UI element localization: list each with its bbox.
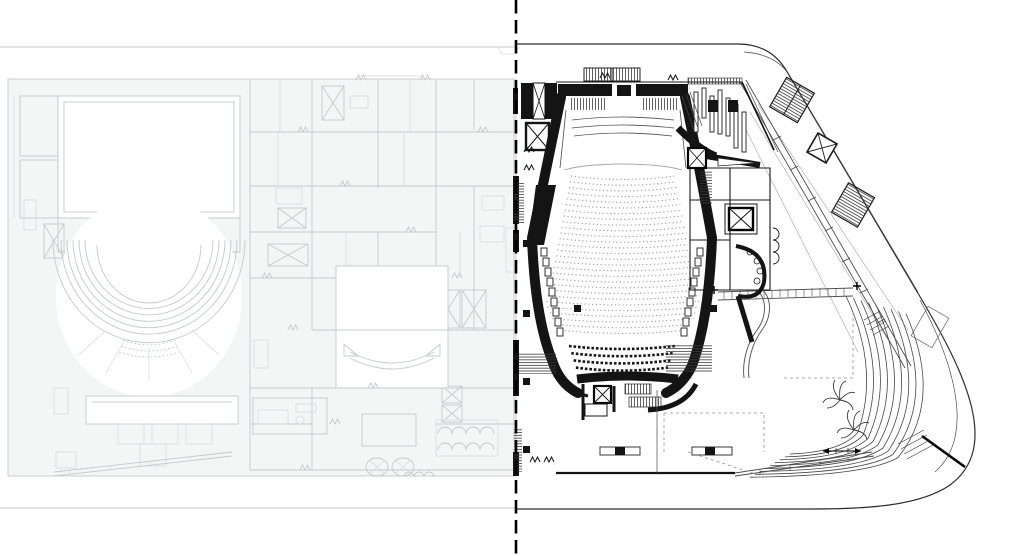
plaza-bench bbox=[823, 448, 861, 454]
east-core bbox=[686, 146, 771, 343]
construction-lines bbox=[663, 312, 854, 479]
stair-hatch-icon bbox=[700, 170, 712, 204]
tree-icon bbox=[836, 409, 870, 441]
plaza-planter bbox=[910, 305, 950, 349]
northeast-lobby bbox=[675, 81, 779, 168]
existing-west-wing bbox=[19, 95, 65, 259]
curved-walkway bbox=[743, 288, 770, 379]
plaza-elevator-icon bbox=[805, 131, 839, 165]
stage-rear-wall bbox=[558, 84, 688, 96]
existing-plan-half bbox=[0, 46, 520, 509]
concert-hall bbox=[513, 67, 779, 476]
stage-platform bbox=[559, 109, 687, 171]
structural-columns bbox=[523, 240, 717, 453]
ground-lobby bbox=[529, 390, 735, 475]
side-terrace-boxes bbox=[540, 247, 704, 337]
west-wall bbox=[526, 92, 583, 398]
tree-icon bbox=[822, 379, 856, 411]
existing-backstage-misc bbox=[252, 397, 499, 478]
south-core-rooms bbox=[558, 377, 699, 420]
pavement-joints bbox=[741, 103, 909, 353]
ramp-wedge bbox=[717, 157, 758, 167]
site-boundary bbox=[516, 43, 976, 510]
plaza-stair-icon-2 bbox=[830, 181, 876, 229]
grand-steps bbox=[749, 295, 924, 478]
existing-lobby bbox=[53, 395, 239, 477]
stage-front-line bbox=[563, 163, 683, 171]
west-wall-wedge bbox=[528, 185, 556, 245]
street-edge-line bbox=[743, 51, 919, 293]
corner-inner-line bbox=[919, 299, 958, 473]
renovated-plan-half bbox=[513, 43, 976, 510]
east-gallery-hatch bbox=[666, 344, 712, 372]
existing-horseshoe-auditorium bbox=[52, 195, 246, 397]
south-wall bbox=[576, 371, 679, 384]
escalator-hatch bbox=[681, 91, 703, 131]
steps-hatch-patches bbox=[863, 310, 934, 460]
stage-stair bbox=[570, 98, 606, 110]
existing-stair-icons bbox=[53, 95, 517, 415]
south-ramp bbox=[734, 451, 875, 477]
stage-stair bbox=[642, 98, 678, 110]
entry-marquee bbox=[53, 451, 233, 477]
west-gallery-hatch bbox=[518, 352, 556, 374]
canopy-mark bbox=[667, 74, 679, 81]
horseshoe-balcony-arcs bbox=[52, 239, 246, 344]
choir-rows bbox=[568, 344, 676, 372]
bush-scallops bbox=[772, 227, 780, 265]
steps-accent-edge bbox=[921, 434, 966, 469]
plaza-ramp bbox=[710, 282, 861, 301]
northwest-core bbox=[521, 82, 557, 152]
plaza-stair-icon bbox=[768, 76, 816, 124]
existing-small-theatre bbox=[335, 265, 449, 389]
audience-seating-rows bbox=[546, 175, 700, 334]
